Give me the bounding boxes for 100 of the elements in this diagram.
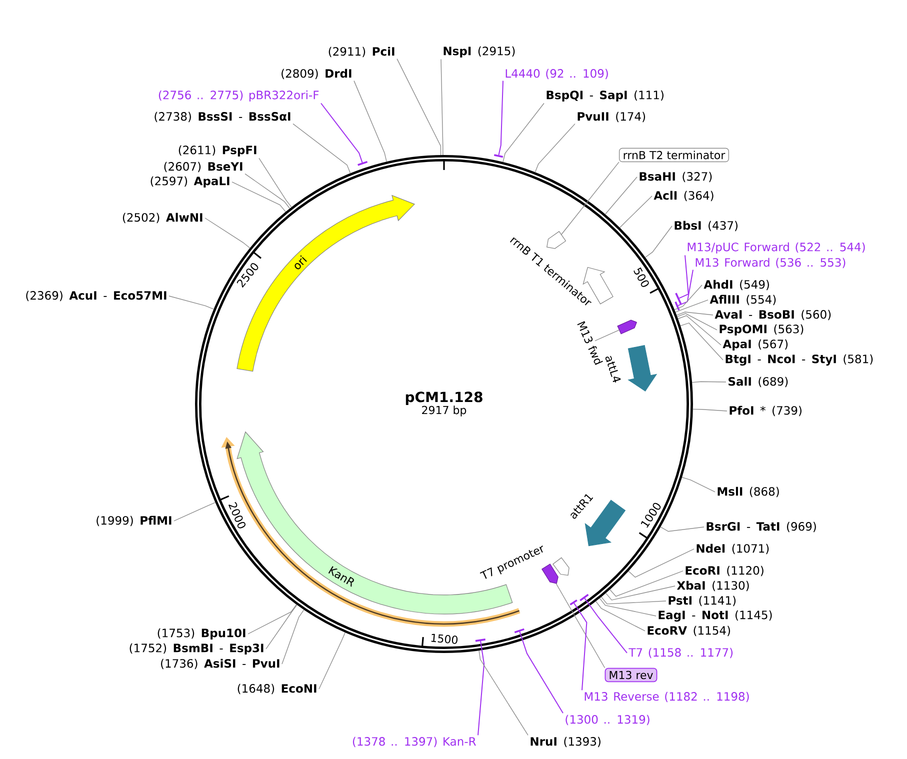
primer-label: L4440 (92 .. 109) xyxy=(506,68,608,80)
primer-label: M13/pUC Forward (522 .. 544) xyxy=(688,242,865,254)
restriction-site-label: PspOMI (563) xyxy=(720,324,804,336)
restriction-site-label: (2611) PspFI xyxy=(178,145,256,157)
primer-site-mark xyxy=(570,600,578,606)
primer-label: M13 Reverse (1182 .. 1198) xyxy=(584,692,749,702)
leader-line xyxy=(599,598,656,616)
leader-line xyxy=(354,80,387,162)
leader-line xyxy=(680,322,724,360)
restriction-site-label: AhdI (549) xyxy=(704,280,769,290)
leader-line xyxy=(674,284,702,310)
leader-line xyxy=(478,640,485,736)
restriction-site-label: SalI (689) xyxy=(728,376,788,388)
leader-line xyxy=(675,300,708,313)
leader-line xyxy=(292,123,351,174)
leader-line xyxy=(440,58,444,156)
restriction-site-label: (2597) ApaLI xyxy=(150,176,230,188)
scale-label: 500 xyxy=(634,267,649,287)
restriction-site-label: BbsI (437) xyxy=(674,220,738,232)
scale-label: 1500 xyxy=(431,634,458,644)
leader-line xyxy=(604,176,638,215)
primer-label: T7 (1158 .. 1177) xyxy=(628,648,733,658)
restriction-site-label: PvuII (174) xyxy=(578,112,646,122)
restriction-site-label: EagI - NotI (1145) xyxy=(658,610,772,622)
primer-site-mark xyxy=(494,154,504,158)
primer-site-mark xyxy=(514,628,524,634)
restriction-site-label: (2369) AcuI - Eco57MI xyxy=(26,290,166,302)
leader-line xyxy=(676,313,718,330)
leader-line xyxy=(519,631,564,714)
leader-line xyxy=(601,596,666,604)
restriction-site-label: (2607) BseYI xyxy=(164,162,242,172)
leader-line xyxy=(318,632,346,690)
restriction-site-label: BsaHI (327) xyxy=(640,172,712,182)
restriction-site-label: NruI (1393) xyxy=(530,736,600,748)
restriction-site-label: AclI (364) xyxy=(654,190,714,202)
restriction-site-label: EcoRV (1154) xyxy=(648,626,730,636)
restriction-site-label: (2502) AlwNI xyxy=(122,212,202,224)
primer-site-mark xyxy=(674,301,680,310)
primer-label: M13 Forward (536 .. 553) xyxy=(696,258,846,268)
primer-site-mark xyxy=(358,160,368,166)
leader-line xyxy=(678,269,694,306)
restriction-site-label: PfoI* (739) xyxy=(730,406,802,416)
leader-line xyxy=(282,609,304,664)
feature-marker xyxy=(552,557,570,576)
leader-line xyxy=(498,80,504,156)
leader-line xyxy=(232,182,286,212)
restriction-site-label: (2911) PciI xyxy=(328,46,394,58)
restriction-site-label: AvaI - BsoBI (560) xyxy=(714,310,831,320)
primer-site-mark xyxy=(475,638,486,642)
leader-line xyxy=(644,226,672,258)
restriction-site-label: EcoRI (1120) xyxy=(686,566,764,576)
feature-marker xyxy=(546,231,566,249)
primer-label: (1300 .. 1319) xyxy=(566,714,650,726)
leader-line xyxy=(320,102,363,164)
restriction-site-label: PstI (1141) xyxy=(668,596,736,606)
restriction-site-label: BtgI - NcoI - StyI (581) xyxy=(726,354,873,366)
feature-label: attL4 xyxy=(605,356,621,383)
leader-line xyxy=(660,526,704,532)
leader-line xyxy=(478,650,528,736)
primer-label: (2756 .. 2775) pBR322ori-F xyxy=(158,90,319,102)
leader-line xyxy=(396,58,442,156)
leader-line xyxy=(606,586,676,600)
leader-line xyxy=(596,600,646,632)
restriction-site-label: (1999) PflMI xyxy=(96,516,172,526)
leader-line xyxy=(556,583,606,668)
leader-line xyxy=(244,173,290,209)
leader-line xyxy=(610,570,684,597)
leader-line xyxy=(534,123,576,173)
leader-line xyxy=(204,218,250,248)
restriction-site-label: XbaI (1130) xyxy=(676,580,749,592)
leader-line xyxy=(594,330,620,342)
restriction-site-label: (1736) AsiSI - PvuI xyxy=(161,658,280,670)
leader-line xyxy=(628,548,694,578)
restriction-site-label: BsrGI - TatI (969) xyxy=(706,522,816,532)
restriction-site-label: ApaI (567) xyxy=(722,339,788,351)
leader-line xyxy=(678,315,722,346)
feature-label-box: rrnB T2 terminator xyxy=(618,148,730,162)
restriction-site-label: NspI (2915) xyxy=(444,46,515,58)
leader-line xyxy=(248,604,297,634)
restriction-site-label: MslI (868) xyxy=(718,486,779,498)
leader-line xyxy=(174,502,216,522)
leader-line xyxy=(692,381,726,383)
feature-marker xyxy=(542,564,558,584)
leader-line xyxy=(676,312,714,316)
leader-line xyxy=(678,254,689,299)
leader-line xyxy=(168,296,214,310)
leader-line xyxy=(560,162,620,235)
feature-label: M13 fwd xyxy=(577,321,603,366)
restriction-site-label: NdeI (1071) xyxy=(696,544,769,554)
restriction-site-label: (1753) Bpu10I xyxy=(158,628,246,640)
restriction-site-label: BspQI - SapI (111) xyxy=(546,90,664,102)
leader-line xyxy=(502,102,544,162)
leader-line xyxy=(574,602,588,691)
restriction-site-label: (1648) EcoNI xyxy=(238,684,316,694)
primer-label: (1378 .. 1397) Kan-R xyxy=(352,736,476,748)
feature-label-box: M13 rev xyxy=(604,668,658,682)
primer-site-mark xyxy=(675,292,682,304)
leader-line xyxy=(692,408,728,412)
restriction-site-label: (2809) DrdI xyxy=(282,68,352,80)
primer-site-mark xyxy=(580,594,589,602)
